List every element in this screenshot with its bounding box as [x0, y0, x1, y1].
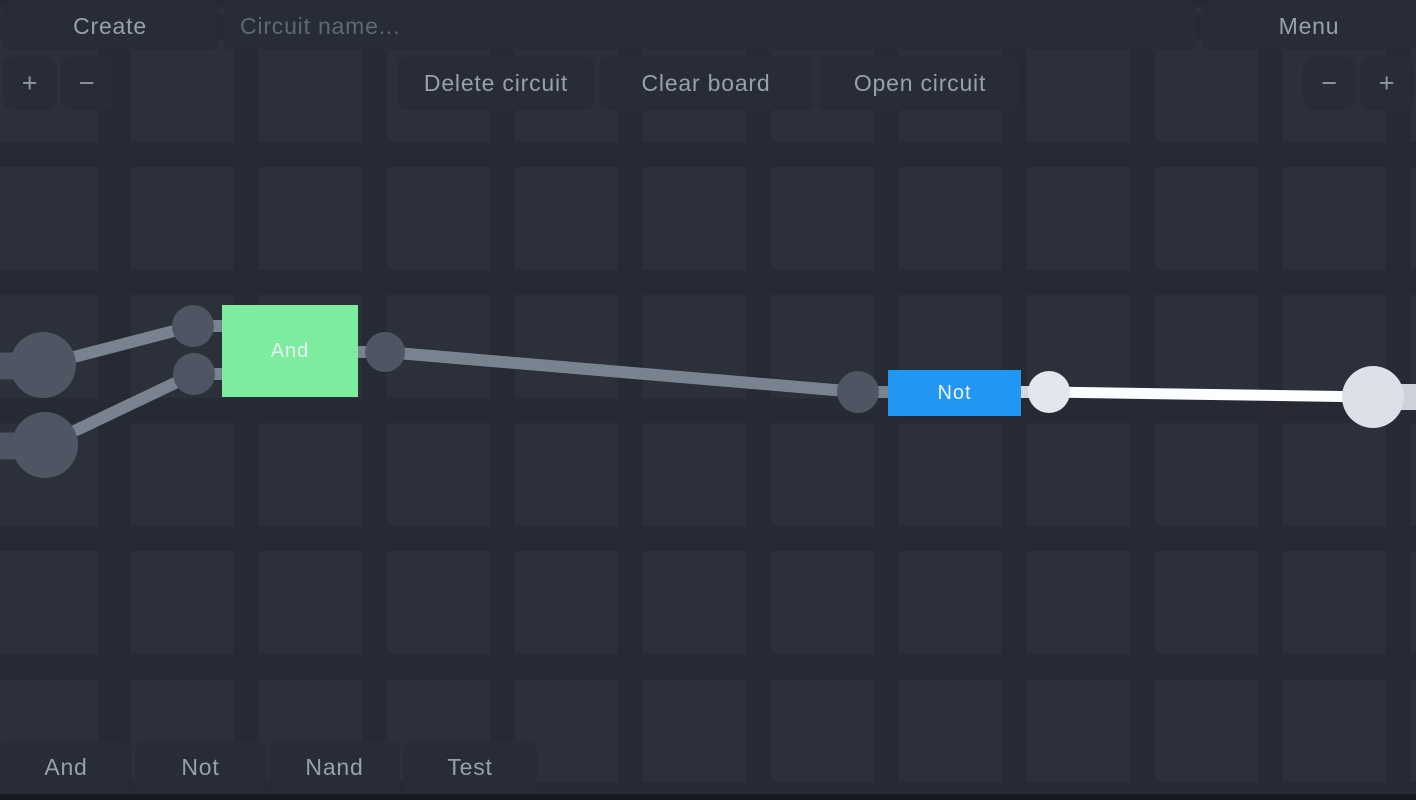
and-input-port-2[interactable]	[173, 353, 215, 395]
component-button-test[interactable]: Test	[403, 741, 537, 793]
output-node[interactable]	[1342, 366, 1404, 428]
clear-board-button[interactable]: Clear board	[600, 57, 812, 110]
and-gate[interactable]	[222, 305, 358, 397]
zoom-in-button-left[interactable]: +	[3, 57, 57, 110]
not-gate[interactable]	[888, 370, 1021, 416]
zoom-out-button-left[interactable]: −	[60, 57, 114, 110]
menu-button[interactable]: Menu	[1202, 2, 1416, 50]
delete-circuit-button[interactable]: Delete circuit	[398, 57, 594, 110]
not-input-port[interactable]	[837, 371, 879, 413]
component-button-not[interactable]: Not	[135, 741, 266, 793]
input-node-1[interactable]	[10, 332, 76, 398]
not-output-port[interactable]	[1028, 371, 1070, 413]
not-gate-label: Not	[937, 382, 971, 404]
and-gate-label: And	[271, 340, 310, 362]
component-button-and[interactable]: And	[0, 741, 132, 793]
open-circuit-button[interactable]: Open circuit	[820, 57, 1020, 110]
bottom-edge-strip	[0, 794, 1416, 800]
zoom-in-button-right[interactable]: +	[1360, 57, 1414, 110]
wire-not-to-output[interactable]	[1048, 386, 1374, 403]
circuit-name-input[interactable]	[224, 2, 1196, 50]
create-button[interactable]: Create	[2, 2, 218, 50]
and-input-port-1[interactable]	[172, 305, 214, 347]
input-node-2[interactable]	[12, 412, 78, 478]
and-output-port[interactable]	[365, 332, 405, 372]
component-button-nand[interactable]: Nand	[269, 741, 400, 793]
zoom-out-button-right[interactable]: −	[1303, 57, 1356, 110]
wire-and-to-not[interactable]	[384, 346, 859, 398]
